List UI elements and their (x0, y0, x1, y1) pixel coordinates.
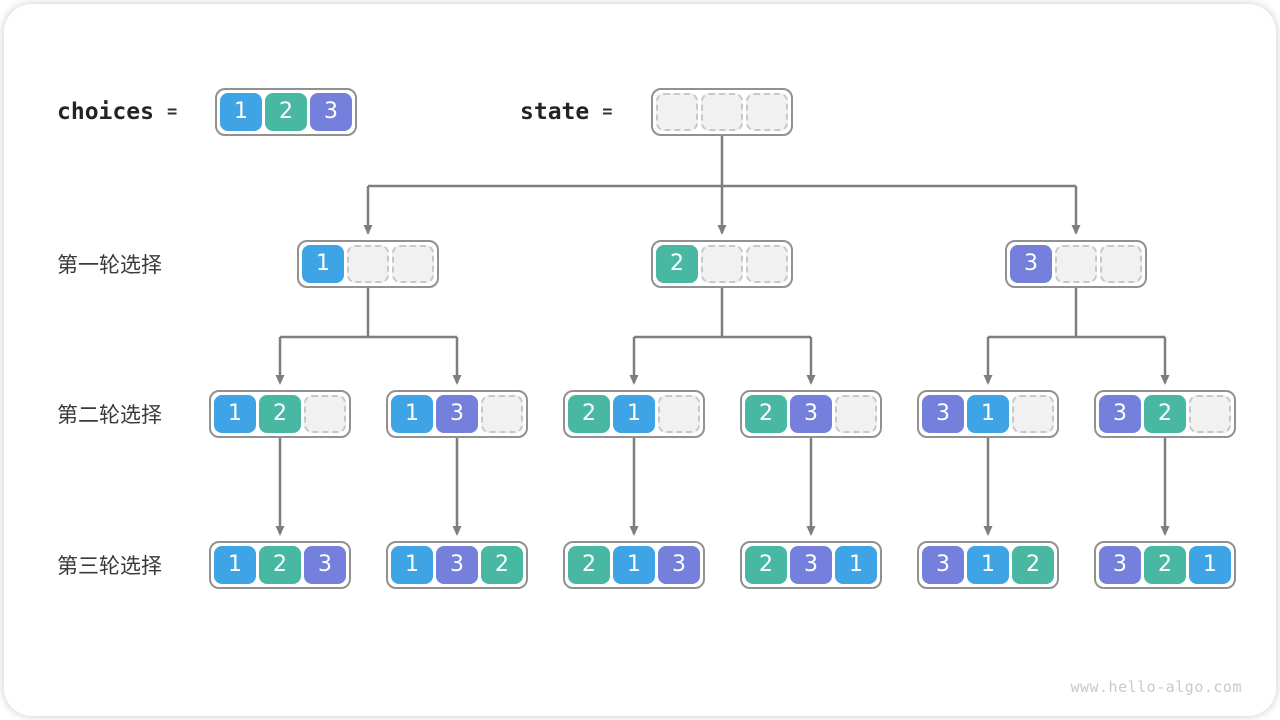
cell-1: 1 (220, 93, 262, 131)
choices-equals-sign: = (166, 102, 178, 122)
state-label: state (520, 99, 590, 125)
row-label-2: 第二轮选择 (57, 404, 162, 427)
cell-3: 3 (304, 546, 346, 584)
cell-3: 3 (1099, 546, 1141, 584)
cell-1: 1 (967, 546, 1009, 584)
cell-2: 2 (481, 546, 523, 584)
cell-empty (304, 395, 346, 433)
watermark: www.hello-algo.com (1070, 678, 1242, 696)
cell-2: 2 (568, 546, 610, 584)
cell-empty (658, 395, 700, 433)
cell-2: 2 (745, 546, 787, 584)
cell-empty (347, 245, 389, 283)
cell-2: 2 (656, 245, 698, 283)
cell-1: 1 (835, 546, 877, 584)
array-box: 2 (651, 240, 793, 288)
cell-empty (1189, 395, 1231, 433)
cell-empty (746, 245, 788, 283)
array-box: 1 (297, 240, 439, 288)
cell-1: 1 (967, 395, 1009, 433)
cell-empty (835, 395, 877, 433)
cell-empty (481, 395, 523, 433)
cell-empty (392, 245, 434, 283)
cell-empty (1100, 245, 1142, 283)
cell-empty (701, 93, 743, 131)
cell-3: 3 (790, 395, 832, 433)
cell-1: 1 (1189, 546, 1231, 584)
cell-2: 2 (1144, 395, 1186, 433)
cell-2: 2 (259, 395, 301, 433)
cell-empty (1012, 395, 1054, 433)
cell-empty (746, 93, 788, 131)
cell-2: 2 (1012, 546, 1054, 584)
cell-2: 2 (1144, 546, 1186, 584)
state-header: state = (520, 99, 613, 125)
cell-1: 1 (613, 546, 655, 584)
cell-2: 2 (259, 546, 301, 584)
cell-3: 3 (658, 546, 700, 584)
cell-2: 2 (265, 93, 307, 131)
cell-2: 2 (745, 395, 787, 433)
cell-empty (656, 93, 698, 131)
cell-3: 3 (790, 546, 832, 584)
state-array-box (651, 88, 793, 136)
cell-empty (1055, 245, 1097, 283)
cell-3: 3 (922, 395, 964, 433)
cell-1: 1 (214, 395, 256, 433)
cell-empty (701, 245, 743, 283)
cell-3: 3 (436, 395, 478, 433)
row-label-1: 第一轮选择 (57, 254, 162, 277)
cell-1: 1 (613, 395, 655, 433)
choices-header: choices = (57, 99, 177, 125)
cell-1: 1 (391, 546, 433, 584)
cell-2: 2 (568, 395, 610, 433)
row-label-3: 第三轮选择 (57, 555, 162, 578)
choices-label: choices (57, 99, 154, 125)
cell-3: 3 (310, 93, 352, 131)
cell-3: 3 (1099, 395, 1141, 433)
cell-1: 1 (214, 546, 256, 584)
cell-3: 3 (922, 546, 964, 584)
cell-3: 3 (436, 546, 478, 584)
cell-3: 3 (1010, 245, 1052, 283)
cell-1: 1 (391, 395, 433, 433)
cell-1: 1 (302, 245, 344, 283)
array-box: 3 (1005, 240, 1147, 288)
state-equals-sign: = (602, 102, 613, 122)
